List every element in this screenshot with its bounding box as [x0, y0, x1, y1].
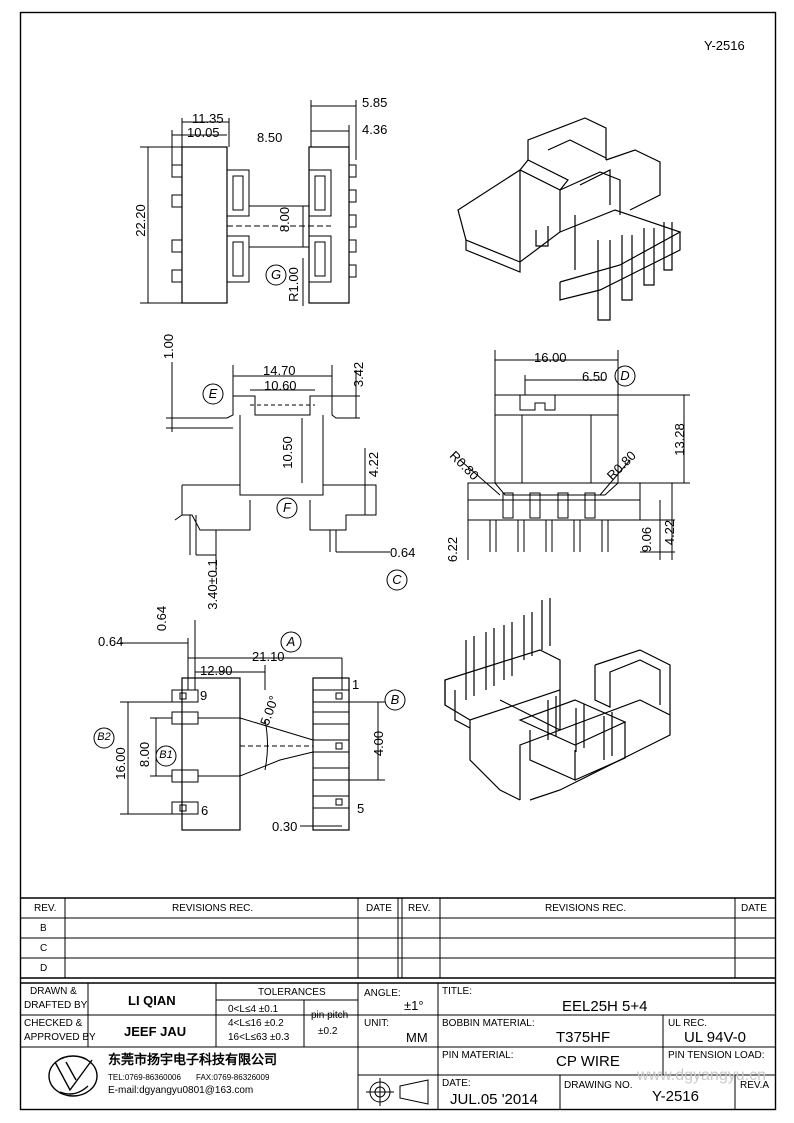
dim-0-64-b: 0.64: [154, 605, 170, 632]
tolerance-1: 0<L≤4 ±0.1: [228, 1004, 279, 1015]
pin-label-6: 6: [201, 803, 209, 818]
tolerances-label: TOLERANCES: [258, 987, 326, 998]
pin-label-9: 9: [200, 688, 208, 703]
dim-4-22-b: 4.22: [662, 519, 678, 546]
dim-4-22-a: 4.22: [366, 451, 382, 478]
callout-c: C: [392, 572, 402, 587]
dim-8-00-b: 8.00: [137, 741, 153, 768]
dim-13-28: 13.28: [671, 423, 687, 456]
dim-9-06: 9.06: [639, 526, 655, 553]
sheet-border: [19, 11, 777, 1111]
drawing-no-value: Y-2516: [652, 1088, 699, 1105]
unit-value: MM: [406, 1030, 428, 1045]
title-block: [20, 982, 776, 1110]
company-email: E-mail:dgyangyu0801@163.com: [108, 1085, 254, 1096]
dim-0-64-a: 0.64: [390, 545, 416, 560]
dim-5-85: 5.85: [362, 95, 388, 110]
dim-1-00: 1.00: [161, 333, 177, 360]
dim-12-90: 12.90: [200, 663, 233, 678]
pin-pitch-value: ±0.2: [318, 1026, 338, 1037]
dim-16-00-b: 16.00: [112, 747, 128, 780]
dim-14-70: 14.70: [263, 363, 296, 378]
drawn-label-1: DRAWN &: [30, 986, 77, 997]
dim-6-50: 6.50: [582, 369, 608, 384]
dim-4-36: 4.36: [362, 122, 388, 137]
company-tel: TEL:0769-86360006: [108, 1073, 181, 1082]
callout-b1: B1: [159, 749, 173, 761]
date-header-right: DATE: [741, 903, 767, 914]
ul-label: UL REC.: [668, 1018, 708, 1029]
unit-label: UNIT:: [364, 1018, 389, 1029]
date-header-left: DATE: [366, 903, 392, 914]
dim-0-30: 0.30: [272, 819, 298, 834]
dim-22-20: 22.20: [132, 204, 148, 237]
company-logo: [48, 1055, 98, 1097]
rev-rec-header-right: REVISIONS REC.: [545, 903, 627, 914]
callout-b2: B2: [97, 731, 111, 743]
view-side: [459, 350, 690, 560]
rev-row-d: D: [40, 963, 48, 974]
dim-16-00-a: 16.00: [534, 350, 567, 365]
dim-10-50: 10.50: [279, 436, 295, 469]
title-value: EEL25H 5+4: [562, 998, 648, 1015]
dim-6-22: 6.22: [445, 536, 461, 563]
title-label: TITLE:: [442, 986, 473, 997]
bobbin-label: BOBBIN MATERIAL:: [442, 1018, 535, 1029]
bobbin-value: T375HF: [556, 1029, 611, 1046]
ul-value: UL 94V-0: [684, 1029, 746, 1046]
angle-value: ±1°: [404, 998, 424, 1013]
dim-0-64-c: 0.64: [98, 634, 124, 649]
drawing-id: Y-2516: [704, 38, 745, 53]
tolerance-3: 16<L≤63 ±0.3: [228, 1032, 290, 1043]
dim-r1-00: R1.00: [285, 267, 301, 302]
revision-table: [20, 897, 776, 979]
callout-g: G: [270, 267, 282, 282]
dim-4-00: 4.00: [371, 730, 387, 757]
pin-material-value: CP WIRE: [556, 1053, 620, 1070]
pin-pitch-label: pin pitch: [311, 1010, 349, 1021]
company-fax: FAX:0769-86326009: [196, 1073, 270, 1082]
rev-header-right: REV.: [408, 903, 431, 914]
dim-3-40: 3.40±0.1: [204, 559, 220, 610]
callout-f: F: [283, 500, 291, 515]
dim-10-05: 10.05: [187, 125, 220, 140]
rev-row-c: C: [40, 943, 48, 954]
tolerance-2: 4<L≤16 ±0.2: [228, 1018, 284, 1029]
drawn-label-2: DRAFTED BY: [24, 1000, 88, 1011]
watermark-text: www.dgyangyu.cn: [637, 1067, 766, 1084]
drawn-value: LI QIAN: [128, 993, 176, 1008]
rev-row-b: B: [40, 923, 47, 934]
view-front: [166, 362, 408, 591]
date-label: DATE:: [442, 1078, 471, 1089]
dim-3-42: 3.42: [351, 361, 367, 388]
pin-tension-label: PIN TENSION LOAD:: [668, 1050, 765, 1061]
angle-label: ANGLE:: [364, 988, 401, 999]
callout-b: B: [390, 692, 400, 707]
callout-d: D: [620, 368, 630, 383]
view-bottom: [93, 620, 406, 831]
pin-label-5: 5: [357, 801, 365, 816]
dim-8-50: 8.50: [257, 130, 283, 145]
pin-material-label: PIN MATERIAL:: [442, 1050, 514, 1061]
view-iso-top: [457, 117, 682, 321]
dim-8-00-a: 8.00: [277, 206, 293, 233]
company-name: 东莞市扬宇电子科技有限公司: [108, 1052, 278, 1067]
view-top: [140, 100, 357, 306]
checked-value: JEEF JAU: [124, 1024, 187, 1039]
drawing-no-label: DRAWING NO.: [564, 1080, 633, 1091]
callout-e: E: [208, 386, 218, 401]
rev-header-left: REV.: [34, 903, 57, 914]
rev-a-label: REV.A: [740, 1080, 770, 1091]
checked-label-1: CHECKED &: [24, 1018, 83, 1029]
date-value: JUL.05 '2014: [450, 1091, 538, 1108]
callout-a: A: [286, 634, 296, 649]
checked-label-2: APPROVED BY: [24, 1032, 96, 1043]
dim-10-60: 10.60: [264, 378, 297, 393]
dim-21-10: 21.10: [252, 649, 285, 664]
rev-rec-header-left: REVISIONS REC.: [172, 903, 254, 914]
view-iso-bottom: [444, 598, 671, 801]
pin-label-1: 1: [352, 677, 360, 692]
dim-11-35: 11.35: [192, 111, 224, 126]
